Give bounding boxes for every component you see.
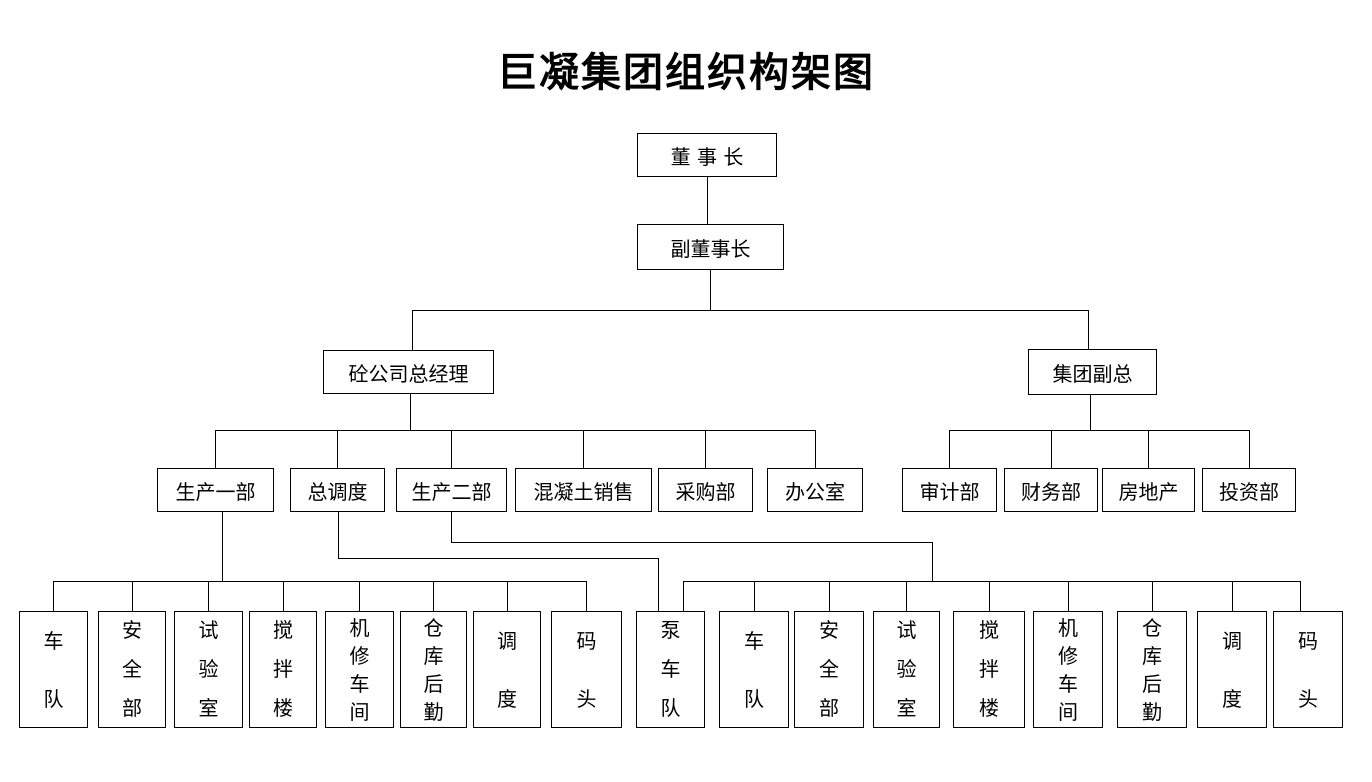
node-vice-chairman: 副董事长 (637, 224, 784, 270)
connector-line (949, 430, 950, 468)
connector-line (208, 581, 209, 611)
node-label: 机修车间 (1058, 615, 1078, 724)
node-chief-dispatch: 总调度 (290, 468, 385, 512)
connector-line (222, 511, 223, 581)
connector-line (989, 581, 990, 611)
node-label: 码头 (1298, 628, 1318, 711)
connector-line (1152, 581, 1153, 611)
node-concrete-company-gm: 砼公司总经理 (323, 350, 494, 394)
connector-line (433, 581, 434, 611)
connector-line (412, 310, 413, 350)
node-right-dock: 码头 (1273, 611, 1343, 728)
connector-line (53, 581, 587, 582)
connector-line (338, 511, 339, 558)
connector-line (586, 581, 587, 611)
node-finance-dept: 财务部 (1004, 468, 1098, 512)
connector-line (932, 542, 933, 581)
node-production-dept-2: 生产二部 (396, 468, 507, 512)
node-right-fleet: 车队 (719, 611, 789, 728)
node-right-pump-truck-fleet: 泵车队 (636, 611, 705, 728)
node-right-mixing-tower: 搅拌楼 (953, 611, 1025, 728)
connector-line (1090, 395, 1091, 431)
connector-line (583, 430, 584, 468)
node-left-dock: 码头 (551, 611, 622, 728)
connector-line (451, 542, 933, 543)
node-label: 安全部 (819, 618, 839, 720)
connector-line (451, 430, 452, 468)
node-label: 机修车间 (349, 615, 370, 724)
connector-line (658, 558, 659, 611)
node-office: 办公室 (767, 468, 863, 512)
node-left-fleet: 车队 (19, 611, 88, 728)
connector-line (815, 430, 816, 468)
node-chairman: 董 事 长 (637, 133, 777, 177)
node-purchasing-dept: 采购部 (658, 468, 753, 512)
node-label: 车队 (43, 628, 64, 711)
connector-line (53, 581, 54, 611)
node-right-dispatch: 调度 (1197, 611, 1267, 728)
node-right-warehouse-logistics: 仓库后勤 (1117, 611, 1187, 728)
node-label: 仓库后勤 (423, 615, 444, 724)
connector-line (1088, 310, 1089, 350)
connector-line (283, 581, 284, 611)
page-title: 巨凝集团组织构架图 (497, 49, 875, 96)
node-label: 搅拌楼 (979, 618, 999, 720)
node-label: 泵车队 (660, 618, 681, 720)
connector-line (683, 581, 684, 611)
connector-line (1232, 581, 1233, 611)
node-left-safety-dept: 安全部 (98, 611, 166, 728)
node-left-test-lab: 试验室 (174, 611, 243, 728)
connector-line (1249, 430, 1250, 468)
node-label: 车队 (744, 628, 764, 711)
connector-line (132, 581, 133, 611)
connector-line (451, 511, 452, 542)
connector-line (1148, 430, 1149, 468)
node-label: 试验室 (896, 618, 917, 720)
node-investment-dept: 投资部 (1202, 468, 1296, 512)
connector-line (705, 430, 706, 468)
node-label: 码头 (576, 628, 597, 711)
connector-line (906, 581, 907, 611)
connector-line (412, 310, 1089, 311)
node-label: 调度 (1222, 628, 1242, 711)
node-label: 调度 (497, 628, 517, 711)
connector-line (215, 430, 816, 431)
connector-line (410, 394, 411, 431)
node-right-test-lab: 试验室 (873, 611, 940, 728)
connector-line (338, 558, 659, 559)
connector-line (1068, 581, 1069, 611)
connector-line (949, 430, 1250, 431)
connector-line (215, 430, 216, 468)
node-left-machine-repair-shop: 机修车间 (325, 611, 394, 728)
node-label: 仓库后勤 (1142, 615, 1162, 724)
node-real-estate: 房地产 (1102, 468, 1195, 512)
connector-line (1051, 430, 1052, 468)
node-right-safety-dept: 安全部 (794, 611, 864, 728)
node-label: 试验室 (198, 618, 219, 720)
node-audit-dept: 审计部 (902, 468, 997, 512)
node-left-warehouse-logistics: 仓库后勤 (400, 611, 467, 728)
node-label: 搅拌楼 (273, 618, 293, 720)
node-concrete-sales: 混凝土销售 (515, 468, 652, 512)
connector-line (754, 581, 755, 611)
node-label: 安全部 (122, 618, 142, 720)
connector-line (507, 581, 508, 611)
connector-line (337, 430, 338, 468)
connector-line (359, 581, 360, 611)
connector-line (829, 581, 830, 611)
node-left-mixing-tower: 搅拌楼 (249, 611, 317, 728)
node-left-dispatch: 调度 (473, 611, 541, 728)
connector-line (1300, 581, 1301, 611)
node-right-machine-repair-shop: 机修车间 (1033, 611, 1103, 728)
connector-line (683, 581, 1301, 582)
node-production-dept-1: 生产一部 (157, 468, 274, 512)
node-group-deputy-gm: 集团副总 (1028, 349, 1157, 395)
connector-line (710, 270, 711, 311)
connector-line (707, 177, 708, 224)
